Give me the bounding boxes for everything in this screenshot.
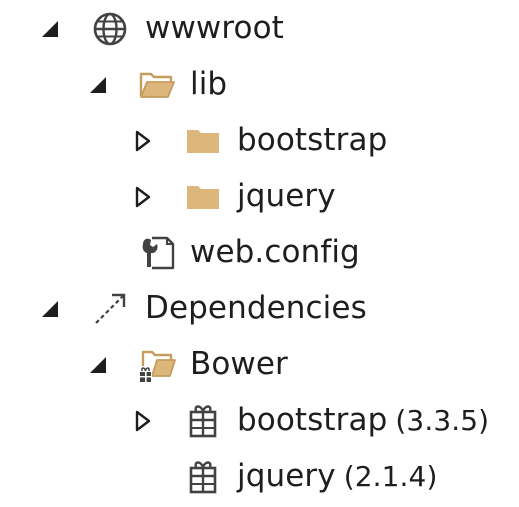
tree-node-web-config[interactable]: web.config (0, 226, 519, 278)
collapsed-triangle-icon[interactable] (130, 129, 154, 153)
config-file-icon (138, 234, 176, 272)
package-version: (3.3.5) (395, 404, 490, 437)
tree-node-bower-bootstrap[interactable]: bootstrap(3.3.5) (0, 394, 519, 446)
node-label: wwwroot (145, 10, 284, 46)
node-label: lib (190, 66, 228, 102)
folder-icon (184, 122, 222, 160)
tree-node-bower[interactable]: Bower (0, 338, 519, 390)
collapsed-triangle-icon[interactable] (130, 409, 154, 433)
node-label: Bower (190, 346, 288, 382)
tree-node-lib[interactable]: lib (0, 58, 519, 110)
dependencies-arrow-icon (91, 290, 129, 328)
expanded-triangle-icon[interactable] (38, 297, 62, 321)
tree-node-lib-bootstrap[interactable]: bootstrap (0, 114, 519, 166)
node-label: jquery(2.1.4) (237, 450, 438, 502)
package-icon (184, 458, 222, 496)
globe-icon (91, 10, 129, 48)
node-label: jquery (237, 178, 336, 214)
node-label: bootstrap (237, 122, 388, 158)
bower-folder-icon (138, 346, 176, 384)
tree-node-lib-jquery[interactable]: jquery (0, 170, 519, 222)
package-version: (2.1.4) (343, 460, 438, 493)
tree-node-dependencies[interactable]: Dependencies (0, 282, 519, 334)
tree-node-bower-jquery[interactable]: jquery(2.1.4) (0, 450, 519, 502)
package-icon (184, 402, 222, 440)
folder-icon (184, 178, 222, 216)
node-label: web.config (190, 234, 360, 270)
expanded-triangle-icon[interactable] (86, 353, 110, 377)
collapsed-triangle-icon[interactable] (130, 185, 154, 209)
package-name: bootstrap (237, 402, 388, 438)
folder-open-icon (138, 66, 176, 104)
node-label: Dependencies (145, 290, 367, 326)
expanded-triangle-icon[interactable] (86, 73, 110, 97)
package-name: jquery (237, 458, 336, 494)
expanded-triangle-icon[interactable] (38, 17, 62, 41)
node-label: bootstrap(3.3.5) (237, 394, 489, 446)
tree-node-wwwroot[interactable]: wwwroot (0, 2, 519, 54)
